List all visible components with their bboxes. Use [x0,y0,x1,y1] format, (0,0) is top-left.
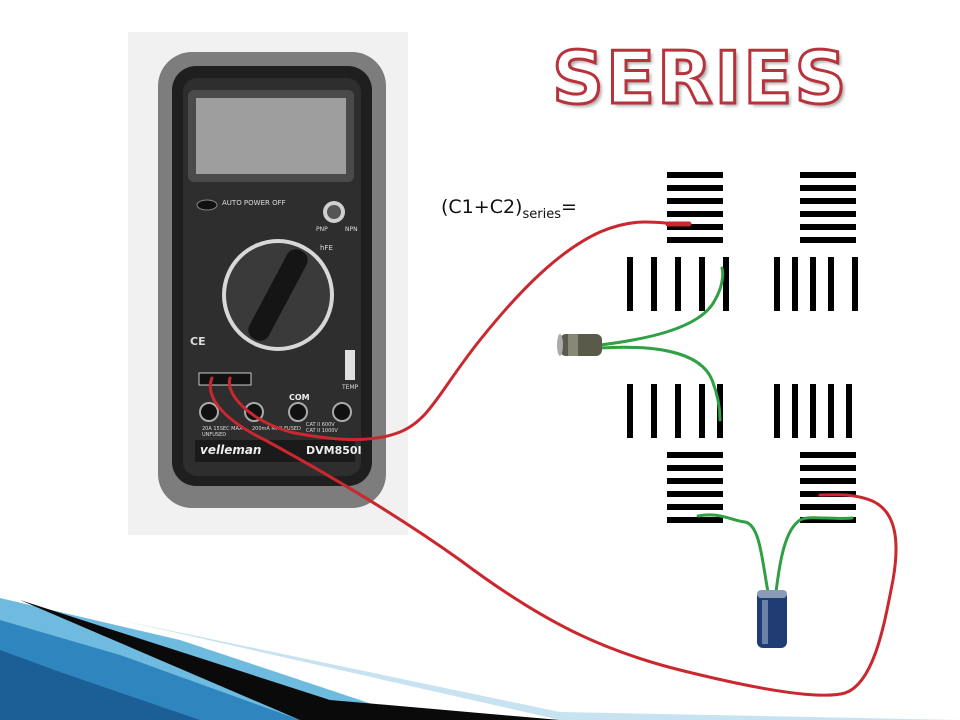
fuse-200ma-label: 200mA MAX FUSED [252,426,301,432]
model-label: DVM850I [306,444,362,457]
red-wires [209,220,898,697]
temp-socket [345,350,355,380]
pad-group-mid-left-lower [627,384,723,438]
jack-voltage [332,402,352,422]
power-button [196,199,218,211]
green-wire-cap1-bottom [598,345,722,422]
pnp-label: PNP [316,226,328,233]
fuse-20a-label: 20A 15SEC MAX UNFUSED [202,426,243,438]
green-wire-cap2-left [696,513,770,594]
capacitor-small [557,334,602,356]
green-wire-cap1-top [598,266,725,347]
ce-mark: CE [190,335,206,348]
formula-subscript: series [522,206,561,222]
capacitor-large [757,590,787,648]
cat-rating-label: CAT II 600V CAT II 1000V [306,422,338,434]
jack-com [288,402,308,422]
dial-knob [248,249,308,341]
npn-label: NPN [345,226,358,233]
multimeter [158,52,386,508]
series-formula: (C1+C2)series= [441,196,577,222]
formula-equals: = [560,196,577,218]
jack-20a [199,402,219,422]
red-wire-bottom-probe [209,376,898,697]
auto-power-off-label: AUTO POWER OFF [222,199,286,207]
pad-group-top-left [667,172,723,243]
pad-group-top-right [800,172,856,243]
red-wire-top-probe [227,220,691,442]
slide-title: SERIES [550,36,849,120]
com-label: COM [289,393,310,402]
pad-group-mid-right-lower [774,384,852,438]
jack-200ma [244,402,264,422]
pad-group-mid-right-upper [774,257,858,311]
formula-main: (C1+C2) [441,196,523,218]
lcd-screen [196,98,346,174]
pad-group-bottom-left [667,452,723,523]
slide-decoration [0,598,960,720]
temp-label: TEMP [342,384,359,391]
green-wire-cap2-right [774,516,854,594]
hfe-label: hFE [320,244,333,252]
green-wires [598,266,854,594]
pad-group-mid-left-upper [627,257,729,311]
pad-group-bottom-right [800,452,856,523]
brand-logo: velleman [200,443,262,457]
